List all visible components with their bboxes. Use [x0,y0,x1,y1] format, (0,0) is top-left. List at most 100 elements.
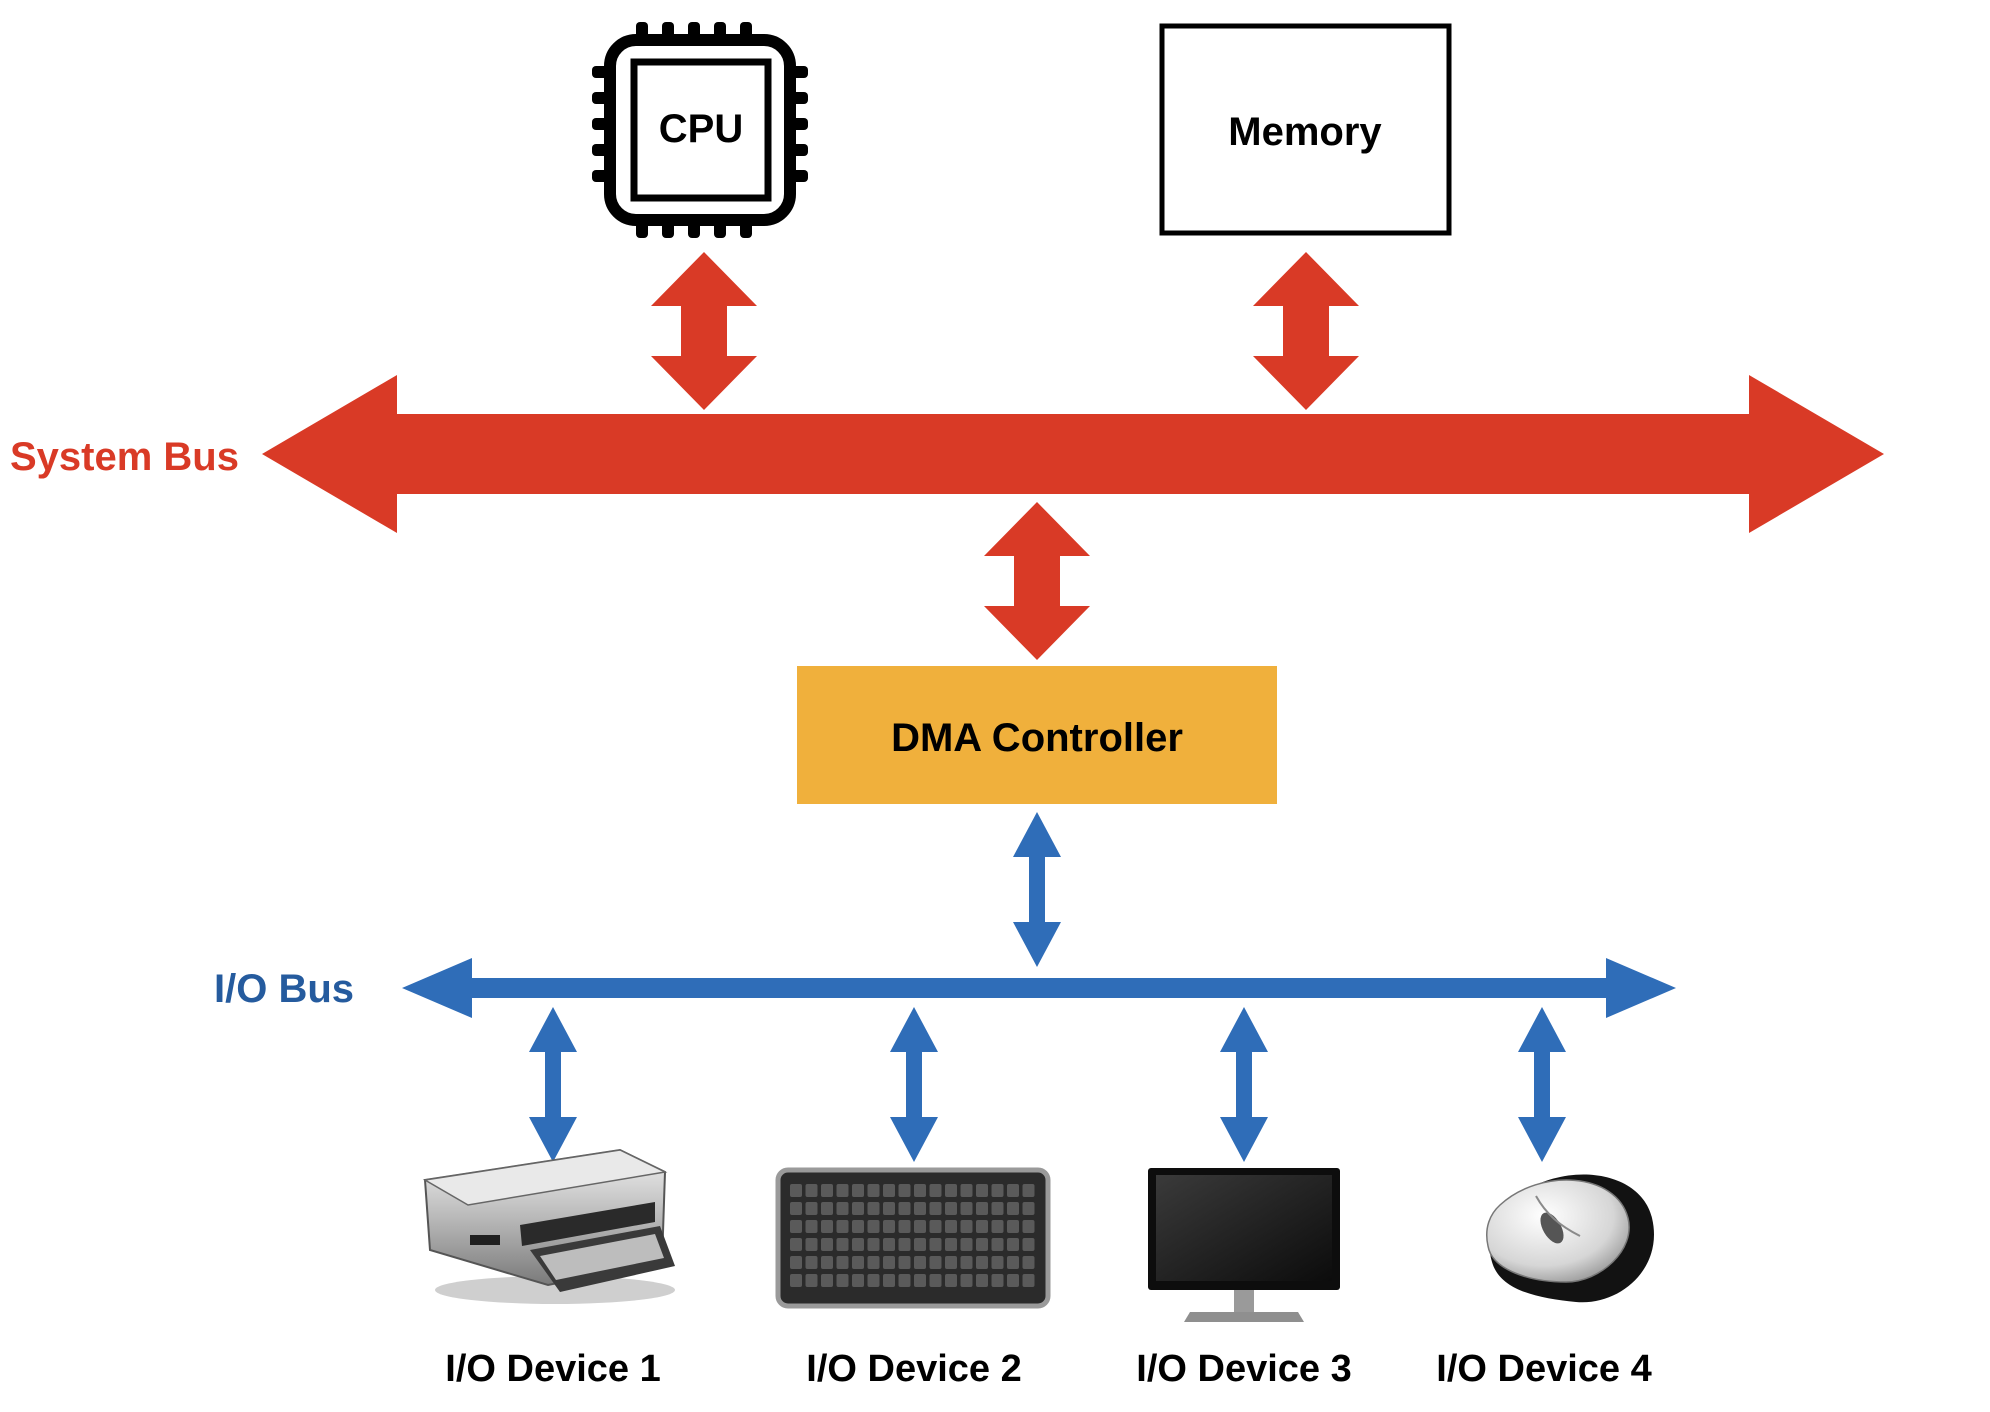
keyboard-key [867,1202,880,1215]
device-1: I/O Device 1 [422,1148,675,1390]
keyboard-key [976,1184,988,1197]
keyboard-key [790,1238,802,1251]
keyboard-key [1007,1202,1019,1215]
keyboard-key [883,1274,895,1287]
dma-label: DMA Controller [891,716,1183,760]
keyboard-key [914,1202,926,1215]
keyboard-key [914,1220,926,1233]
io-bus: I/O Bus [214,958,1676,1018]
keyboard-key [929,1274,942,1287]
device-2-arrow [890,1007,938,1162]
keyboard-key [914,1184,926,1197]
keyboard-key [1007,1220,1019,1233]
monitor-icon [1148,1168,1340,1322]
keyboard-key [852,1238,864,1251]
keyboard-key [945,1274,957,1287]
keyboard-key [790,1220,802,1233]
cpu: CPU [592,22,808,238]
keyboard-key [914,1238,926,1251]
keyboard-key [821,1220,833,1233]
keyboard-key [836,1256,849,1269]
device-2-label: I/O Device 2 [806,1348,1021,1390]
keyboard-key [1022,1256,1035,1269]
keyboard-key [852,1220,864,1233]
device-1-arrow [529,1007,577,1162]
keyboard-key [929,1256,942,1269]
keyboard-key [929,1220,942,1233]
device-4-arrow [1518,1007,1566,1162]
keyboard-key [898,1220,911,1233]
system-bus-label: System Bus [10,435,239,479]
device-4: I/O Device 4 [1436,1174,1655,1390]
keyboard-key [1022,1184,1035,1197]
keyboard-key [914,1256,926,1269]
keyboard-key [976,1238,988,1251]
mouse-icon [1486,1174,1655,1303]
keyboard-key [1022,1202,1035,1215]
printer-icon [422,1148,675,1304]
keyboard-key [821,1238,833,1251]
keyboard-key [1007,1274,1019,1287]
keyboard-key [945,1256,957,1269]
keyboard-key [852,1274,864,1287]
keyboard-key [805,1238,818,1251]
memory: Memory [1159,23,1452,236]
keyboard-key [1007,1238,1019,1251]
keyboard-key [836,1184,849,1197]
keyboard-key [867,1184,880,1197]
keyboard-key [945,1238,957,1251]
keyboard-key [883,1220,895,1233]
device-3-label: I/O Device 3 [1136,1348,1351,1390]
device-2: I/O Device 2 [775,1167,1051,1390]
keyboard-key [821,1202,833,1215]
keyboard-key [914,1274,926,1287]
keyboard-key [960,1202,973,1215]
memory-label: Memory [1228,110,1382,154]
keyboard-key [821,1184,833,1197]
keyboard-key [867,1238,880,1251]
device-1-label: I/O Device 1 [445,1348,660,1390]
io-bus-arrow [402,958,1676,1018]
device-4-label: I/O Device 4 [1436,1348,1651,1390]
keyboard-key [991,1238,1004,1251]
keyboard-key [898,1184,911,1197]
keyboard-key [805,1220,818,1233]
keyboard-key [821,1256,833,1269]
keyboard-key [867,1256,880,1269]
io-bus-label: I/O Bus [214,967,354,1011]
keyboard-key [960,1184,973,1197]
keyboard-key [790,1184,802,1197]
cpu-chip-icon [592,22,808,238]
keyboard-key [790,1202,802,1215]
cpu-label: CPU [659,107,743,151]
memory-bus-arrow [1253,252,1359,410]
cpu-bus-arrow [651,252,757,410]
keyboard-key [976,1202,988,1215]
keyboard-key [883,1256,895,1269]
keyboard-key [790,1274,802,1287]
keyboard-key [805,1202,818,1215]
keyboard-key [960,1238,973,1251]
device-3-arrow [1220,1007,1268,1162]
keyboard-key [805,1256,818,1269]
dma-controller: DMA Controller [797,666,1277,804]
keyboard-key [976,1220,988,1233]
keyboard-key [1007,1256,1019,1269]
keyboard-key [852,1256,864,1269]
keyboard-key [852,1202,864,1215]
system-bus: System Bus [10,375,1884,533]
keyboard-key [976,1256,988,1269]
keyboard-key [945,1220,957,1233]
keyboard-key [929,1184,942,1197]
keyboard-key [1007,1184,1019,1197]
keyboard-key [836,1238,849,1251]
keyboard-key [991,1274,1004,1287]
keyboard-key [898,1238,911,1251]
system-bus-arrow [262,375,1884,533]
keyboard-key [929,1238,942,1251]
keyboard-key [898,1202,911,1215]
keyboard-key [945,1184,957,1197]
keyboard-key [898,1256,911,1269]
keyboard-key [960,1256,973,1269]
